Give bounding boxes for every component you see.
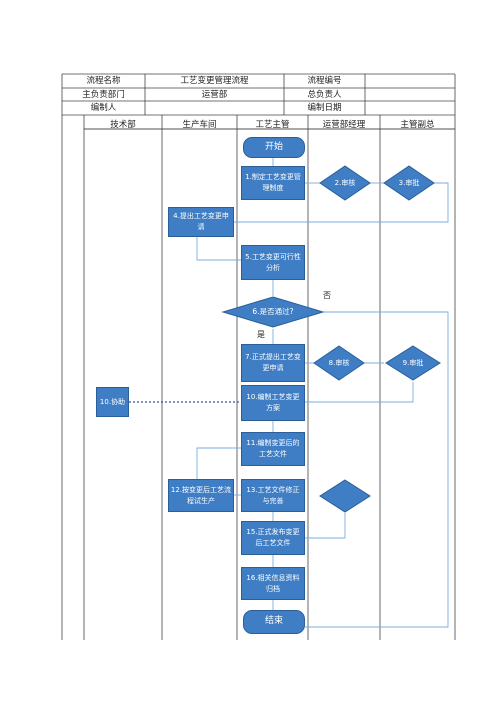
hdr-process-no-label: 流程编号 — [307, 76, 342, 86]
label-yes: 是 — [257, 330, 265, 339]
lane-ops-manager: 运营部经理 — [322, 120, 366, 130]
step-10: 10.编制工艺变更方案 — [241, 385, 305, 421]
step-8: 8.审核 — [328, 359, 350, 367]
lane-tech: 技术部 — [110, 120, 136, 130]
diamond-6 — [221, 296, 325, 328]
step-15: 15.正式发布变更后工艺文件 — [241, 521, 305, 555]
step-4: 4.提出工艺变更申请 — [168, 207, 234, 237]
label-no: 否 — [323, 291, 331, 300]
lane-workshop: 生产车间 — [182, 120, 217, 130]
diamond-2 — [319, 165, 371, 201]
step-3: 3.审批 — [398, 179, 420, 187]
hdr-owner-label: 总负责人 — [307, 90, 342, 100]
step-6: 6.是否通过? — [252, 307, 294, 316]
step-1: 1.制定工艺变更管理制度 — [241, 166, 305, 200]
step-12: 12.按变更后工艺流程试生产 — [168, 479, 234, 512]
hdr-dept-label: 主负责部门 — [82, 90, 125, 100]
step-13: 13.工艺文件修正与完善 — [241, 479, 305, 512]
diamond-13b — [319, 479, 371, 513]
diamond-9 — [385, 345, 441, 381]
step-2: 2.审核 — [334, 179, 356, 187]
hdr-dept: 运营部 — [201, 90, 228, 100]
hdr-process-name: 工艺变更管理流程 — [180, 76, 249, 86]
step-10-assist: 10.协助 — [96, 387, 129, 417]
step-11: 11.编制变更后的工艺文件 — [241, 432, 305, 466]
hdr-author-label: 编制人 — [90, 103, 117, 113]
step-16: 16.相关信息资料归档 — [241, 567, 305, 600]
hdr-date-label: 编制日期 — [307, 103, 342, 113]
lane-supervisor: 工艺主管 — [255, 120, 290, 130]
start-node: 开始 — [243, 137, 305, 158]
step-5: 5.工艺变更可行性分析 — [241, 245, 305, 280]
end-node: 结束 — [243, 610, 305, 634]
diamond-3 — [383, 165, 435, 201]
lane-vp: 主管副总 — [400, 120, 435, 130]
step-9: 9.审批 — [402, 359, 424, 367]
hdr-process-name-label: 流程名称 — [86, 76, 121, 86]
diamond-8 — [313, 345, 365, 381]
step-7: 7.正式提出工艺变更申请 — [241, 344, 305, 382]
